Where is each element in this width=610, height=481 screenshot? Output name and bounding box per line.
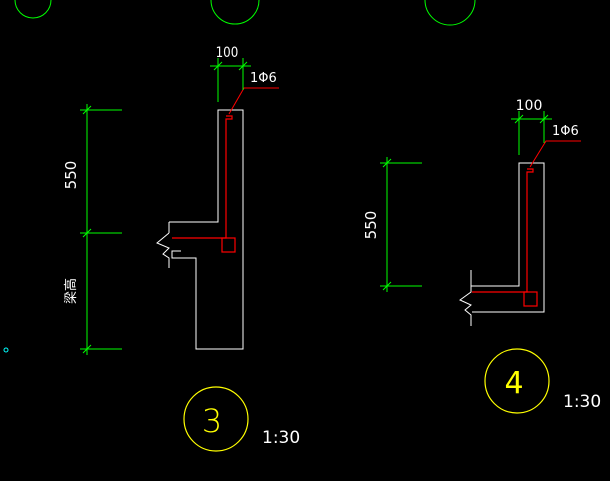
detail-3-leader xyxy=(228,87,279,115)
detail-4-bubble xyxy=(484,348,550,414)
marker-dot xyxy=(3,347,9,353)
detail-4-top-dim-text: 100 xyxy=(516,98,543,114)
detail-3-scale: 1:30 xyxy=(262,428,300,448)
top-partial-circles xyxy=(14,0,476,26)
detail-3-number: 3 xyxy=(202,402,222,440)
detail-3: 1Φ6 100 550 梁高 3 1:30 xyxy=(62,45,300,452)
detail-3-rebar-square xyxy=(221,237,236,253)
detail-3-lower-dim-text: 梁高 xyxy=(63,278,79,304)
detail-4-vertical-dimension xyxy=(380,157,422,292)
detail-4-scale: 1:30 xyxy=(563,392,601,412)
detail-3-break-line xyxy=(156,232,170,268)
detail-4-rebar xyxy=(472,168,534,293)
detail-3-height-dim-text: 550 xyxy=(62,161,80,190)
detail-4-number: 4 xyxy=(504,366,523,401)
detail-4-outline xyxy=(471,162,545,313)
partial-circle-3 xyxy=(424,0,476,26)
detail-3-rebar xyxy=(172,115,233,239)
detail-4-rebar-square xyxy=(523,291,538,307)
partial-circle-1 xyxy=(14,0,52,19)
detail-3-rebar-label: 1Φ6 xyxy=(250,71,277,86)
detail-4-leader xyxy=(529,140,581,168)
detail-4-break-line xyxy=(459,270,472,326)
detail-4-height-dim-text: 550 xyxy=(362,211,380,240)
detail-4-top-dimension xyxy=(511,111,552,155)
detail-3-bubble xyxy=(183,386,249,452)
detail-3-top-dimension xyxy=(210,58,251,102)
detail-3-vertical-dimension xyxy=(80,104,122,355)
detail-3-outline xyxy=(169,109,244,350)
detail-4: 1Φ6 100 550 4 1:30 xyxy=(362,98,601,414)
detail-3-top-dim-text: 100 xyxy=(216,45,239,61)
partial-circle-2 xyxy=(210,0,260,25)
detail-4-rebar-label: 1Φ6 xyxy=(552,124,579,139)
